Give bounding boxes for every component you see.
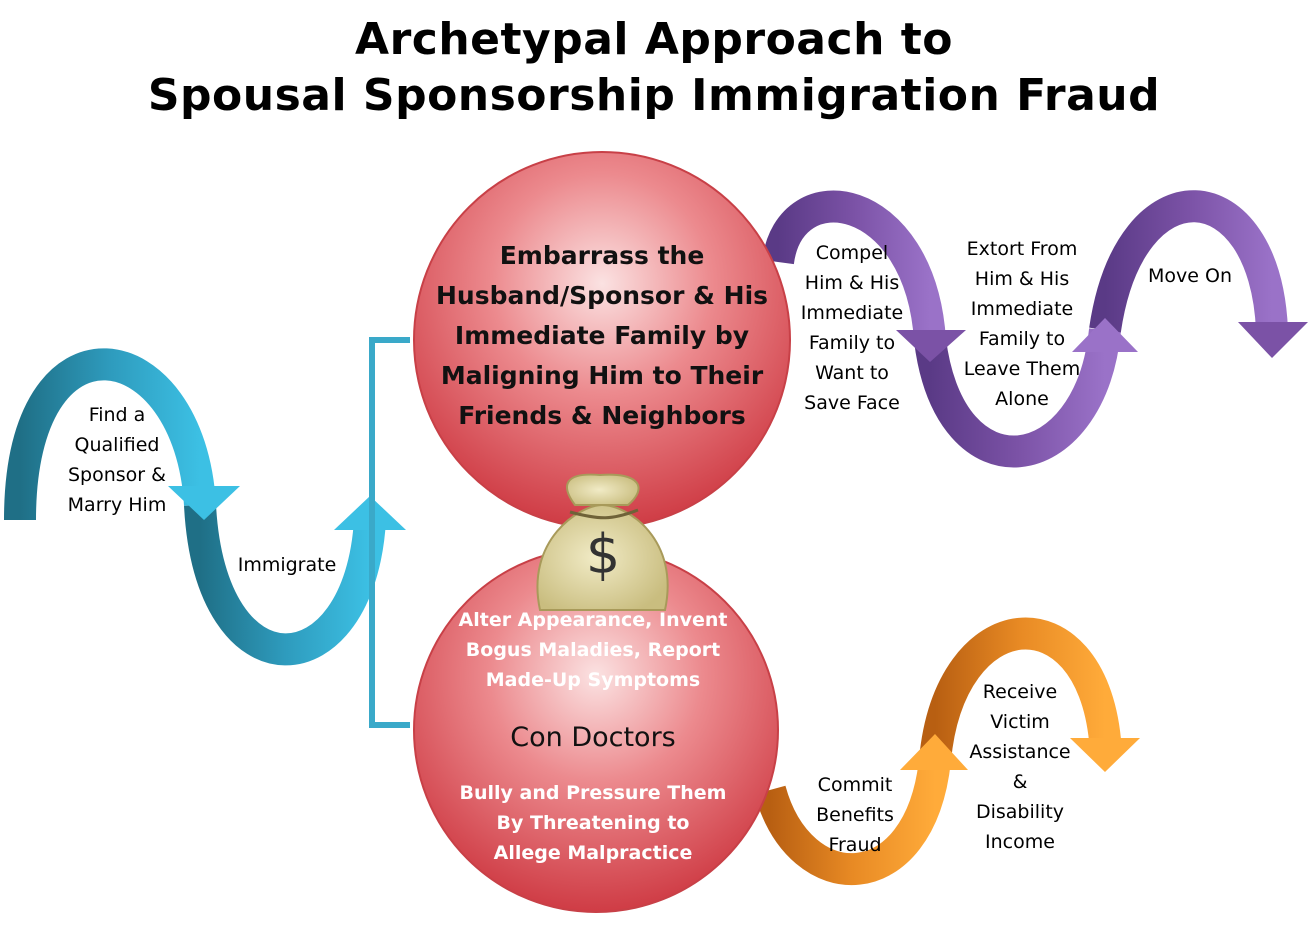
- teal-wave-arrow: [4, 348, 406, 666]
- con-doctors-heading: Con Doctors: [510, 722, 676, 753]
- title-line-1: Archetypal Approach to: [355, 14, 953, 65]
- embarrass-text: Embarrass the Husband/Sponsor & His Imme…: [435, 241, 769, 430]
- compel-label: Compel Him & His Immediate Family to Wan…: [800, 242, 904, 414]
- con-doctors-top-text: Alter Appearance, Invent Bogus Maladies,…: [458, 609, 728, 691]
- move-on-label: Move On: [1148, 265, 1232, 287]
- bracket-connector: [369, 337, 410, 728]
- purple-wave-arrow: [762, 190, 1308, 468]
- find-sponsor-label: Find a Qualified Sponsor & Marry Him: [67, 404, 167, 516]
- receive-label: Receive Victim Assistance & Disability I…: [969, 681, 1071, 853]
- orange-wave-arrow: [754, 617, 1140, 885]
- con-doctors-bottom-text: Bully and Pressure Them By Threatening t…: [459, 782, 727, 864]
- dollar-symbol: $: [585, 523, 621, 586]
- money-bag-icon: [536, 473, 669, 611]
- title-line-2: Spousal Sponsorship Immigration Fraud: [147, 70, 1161, 121]
- commit-fraud-label: Commit Benefits Fraud: [816, 774, 894, 856]
- immigrate-label: Immigrate: [237, 554, 337, 576]
- extort-label: Extort From Him & His Immediate Family t…: [963, 238, 1081, 410]
